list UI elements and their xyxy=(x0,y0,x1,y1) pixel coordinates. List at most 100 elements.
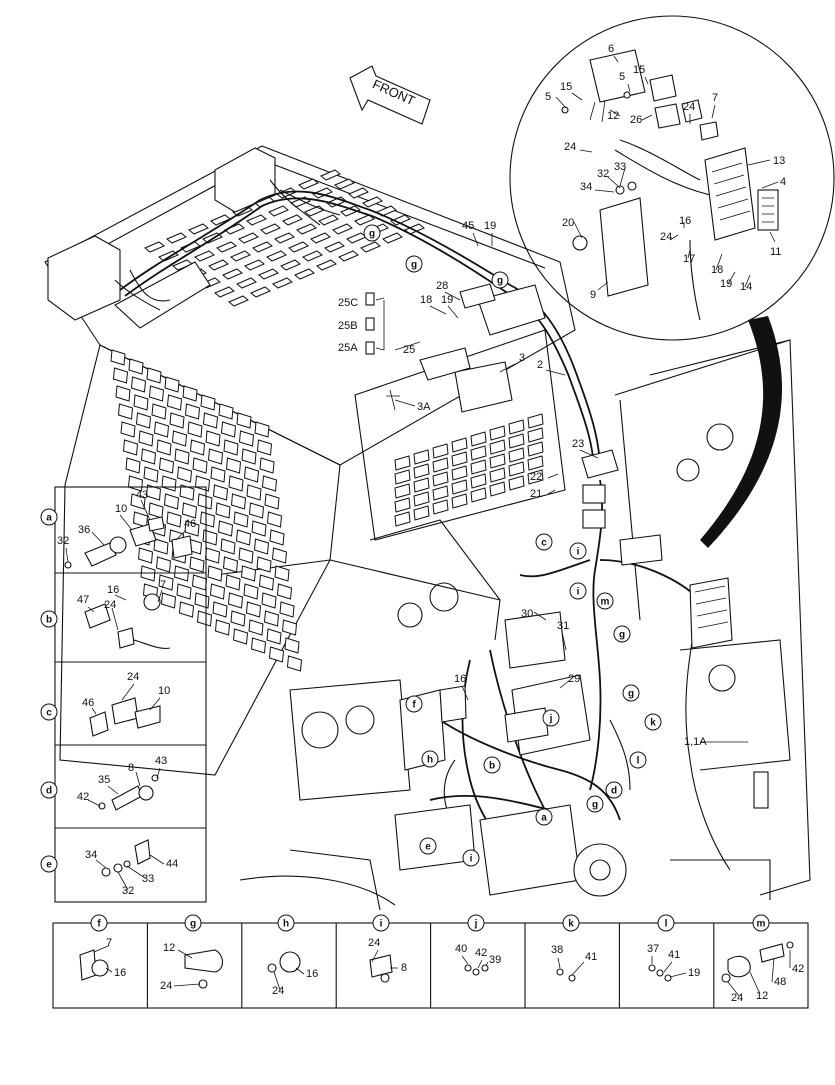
rear-grille-slot xyxy=(413,463,430,479)
leader-line xyxy=(627,83,631,93)
side-grille-slot xyxy=(130,493,146,510)
label-40: 40 xyxy=(455,943,467,955)
side-grille-slot xyxy=(232,628,249,645)
svg-text:g: g xyxy=(592,800,598,811)
side-grille-slot xyxy=(146,367,162,384)
side-grille-slot xyxy=(191,574,208,591)
leader-line xyxy=(594,189,615,193)
svg-text:g: g xyxy=(369,229,375,240)
svg-text:k: k xyxy=(650,718,656,729)
side-grille-slot xyxy=(122,439,139,456)
rear-grille-slot xyxy=(489,439,506,455)
label-24: 24 xyxy=(660,231,672,243)
label-25B: 25B xyxy=(338,320,358,332)
roof-grille-slot xyxy=(236,277,257,289)
roof-grille-slot xyxy=(222,268,243,280)
svg-text:h: h xyxy=(283,919,289,930)
panel-marker-i: i xyxy=(372,914,390,932)
rear-grille-slot xyxy=(432,471,449,487)
roof-grille-slot xyxy=(296,223,317,235)
side-grille-slot xyxy=(243,466,260,483)
callout-i: i xyxy=(569,582,587,600)
side-grille-slot xyxy=(248,502,265,519)
panel-marker-j: j xyxy=(467,914,485,932)
leader-line xyxy=(273,971,281,991)
rear-grille-slot xyxy=(489,467,506,483)
roof-grille-slot xyxy=(382,232,403,244)
label-17: 17 xyxy=(683,253,695,265)
side-grille-slot xyxy=(227,592,244,609)
svg-text:k: k xyxy=(568,919,574,930)
leader-line xyxy=(157,589,163,603)
label-43: 43 xyxy=(155,755,167,767)
leader-line xyxy=(747,159,771,166)
side-grille-slot xyxy=(160,592,177,609)
leader-line xyxy=(447,305,459,319)
label-15: 15 xyxy=(560,81,572,93)
side-grille-slot xyxy=(266,511,283,528)
leader-line xyxy=(119,514,133,531)
leader-line xyxy=(547,473,559,479)
callout-c: c xyxy=(535,533,553,551)
label-24: 24 xyxy=(683,101,695,113)
roof-grille-slot xyxy=(224,223,245,235)
roof-grille-slot xyxy=(272,277,293,289)
roof-grille-slot xyxy=(238,232,259,244)
side-grille-slot xyxy=(153,538,169,555)
rear-grille-slot xyxy=(470,445,487,461)
leader-line xyxy=(561,631,567,651)
rear-grille-slot xyxy=(527,413,544,429)
leader-line xyxy=(571,92,583,101)
roof-grille-slot xyxy=(298,178,319,190)
leader-line xyxy=(579,149,593,153)
side-grille-slot xyxy=(238,547,254,564)
leader-line xyxy=(485,961,489,967)
side-grille-slot xyxy=(110,349,126,366)
leader-line xyxy=(727,981,740,997)
svg-text:i: i xyxy=(470,854,473,865)
side-grille-slot xyxy=(143,466,159,483)
label-12: 12 xyxy=(607,110,619,122)
side-grille-slot xyxy=(225,574,241,591)
side-grille-slot xyxy=(223,439,239,456)
cab-components xyxy=(289,283,733,897)
leader-line xyxy=(749,971,761,995)
label-12: 12 xyxy=(756,990,768,1002)
panel-marker-b: b xyxy=(40,610,58,628)
rear-grille-slot xyxy=(470,459,487,475)
callout-m: m xyxy=(596,592,614,610)
panel-marker-a: a xyxy=(40,508,58,526)
panel-marker-e: e xyxy=(40,855,58,873)
svg-text:b: b xyxy=(489,761,495,772)
leader-line xyxy=(619,167,626,187)
callout-g: g xyxy=(405,255,423,273)
roof-grille-slot xyxy=(310,232,331,244)
callout-f: f xyxy=(405,695,423,713)
rear-grille-slot xyxy=(451,437,468,453)
callout-b: b xyxy=(483,756,501,774)
leader-line xyxy=(571,961,585,976)
leader-line xyxy=(107,785,119,795)
label-33: 33 xyxy=(142,873,154,885)
label-41: 41 xyxy=(668,949,680,961)
side-grille-slot xyxy=(218,403,234,420)
side-grille-slot xyxy=(130,376,147,393)
side-grille-slot xyxy=(140,448,157,465)
leader-line xyxy=(499,363,516,373)
roof-grille-slot xyxy=(288,241,309,253)
side-grille-slot xyxy=(161,475,177,492)
rear-grille-slot xyxy=(451,479,468,495)
panel-marker-l: l xyxy=(657,914,675,932)
label-12: 12 xyxy=(163,942,175,954)
rear-grille-slot xyxy=(432,499,449,515)
side-grille-slot xyxy=(207,448,224,465)
label-15: 15 xyxy=(633,64,645,76)
label-16: 16 xyxy=(306,968,318,980)
leader-line xyxy=(121,683,135,701)
side-grille-slot xyxy=(171,430,188,447)
side-grille-slot xyxy=(153,421,170,438)
roof-grille-slot xyxy=(294,268,315,280)
label-24: 24 xyxy=(104,599,116,611)
